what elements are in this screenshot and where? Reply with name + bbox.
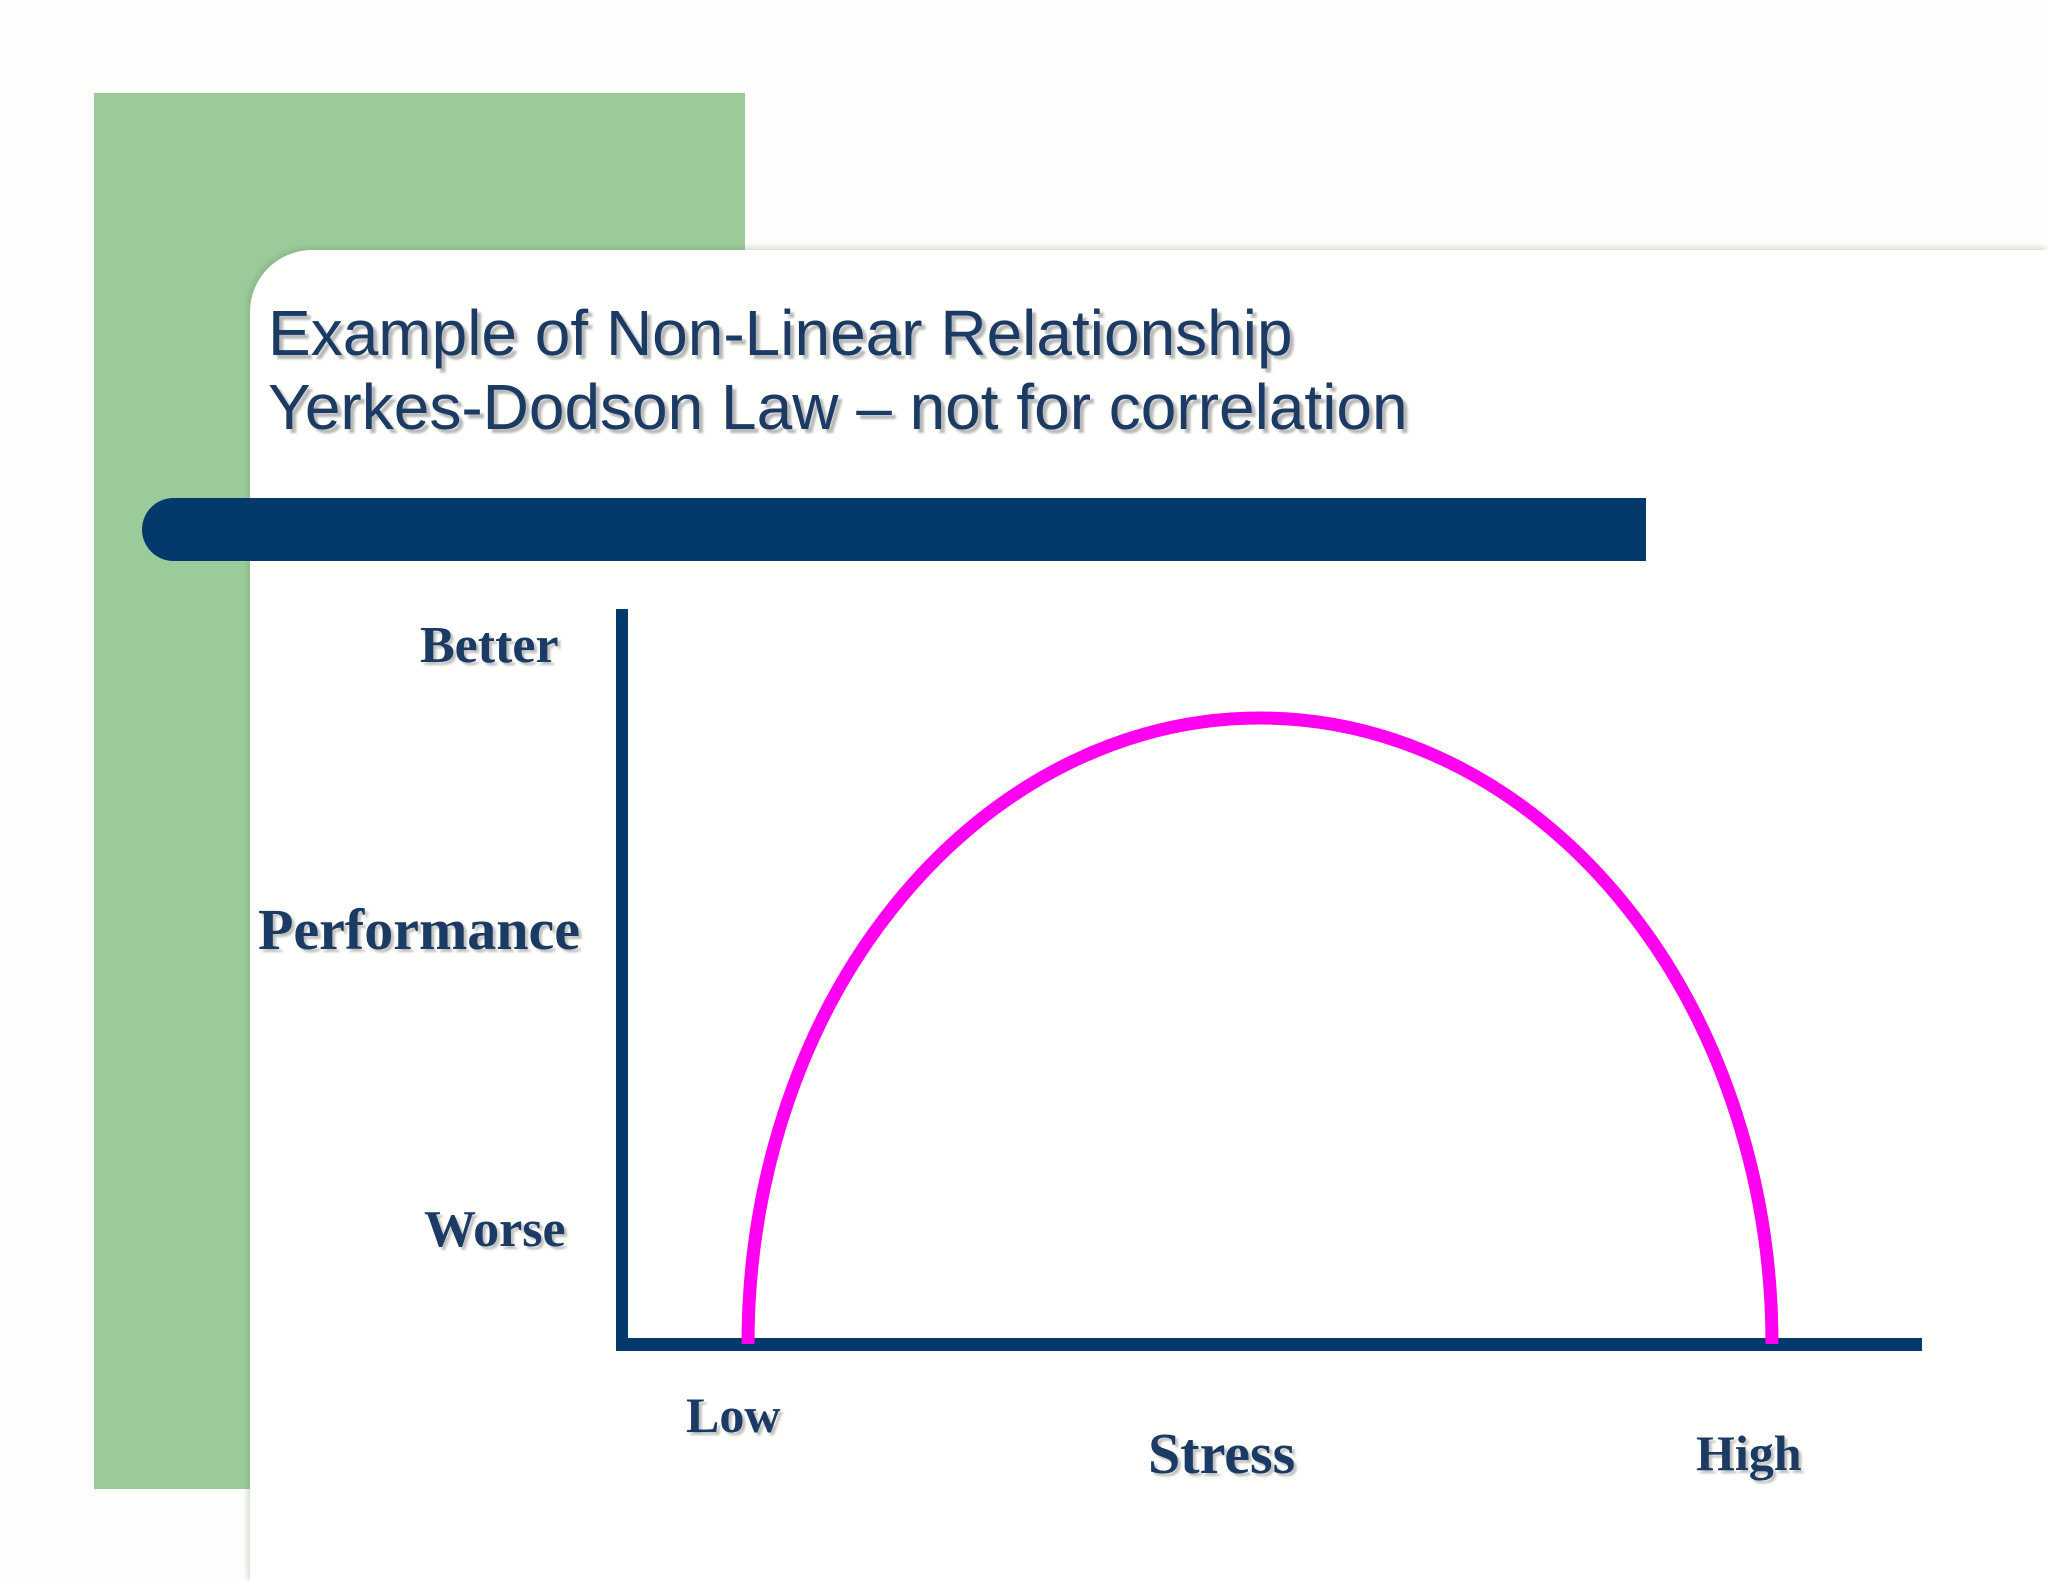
slide-title-line-2: Yerkes-Dodson Law – not for correlation bbox=[268, 371, 1408, 443]
y-axis-bottom-label: Worse bbox=[424, 1201, 566, 1258]
y-axis-top-label: Better bbox=[420, 617, 559, 674]
x-axis-title: Stress bbox=[1148, 1421, 1296, 1486]
x-axis-left-label: Low bbox=[686, 1387, 781, 1443]
x-axis-right-label: High bbox=[1696, 1425, 1802, 1481]
y-axis-title: Performance bbox=[258, 897, 581, 962]
y-axis-line bbox=[616, 609, 628, 1350]
slide-title-line-1: Example of Non-Linear Relationship bbox=[268, 297, 1293, 369]
x-axis-line bbox=[616, 1338, 1922, 1351]
content-panel bbox=[250, 250, 2048, 1582]
slide-title: Example of Non-Linear Relationship Yerke… bbox=[268, 296, 1408, 444]
inverted-u-curve bbox=[741, 711, 1779, 1345]
title-divider-bar bbox=[142, 498, 1646, 561]
